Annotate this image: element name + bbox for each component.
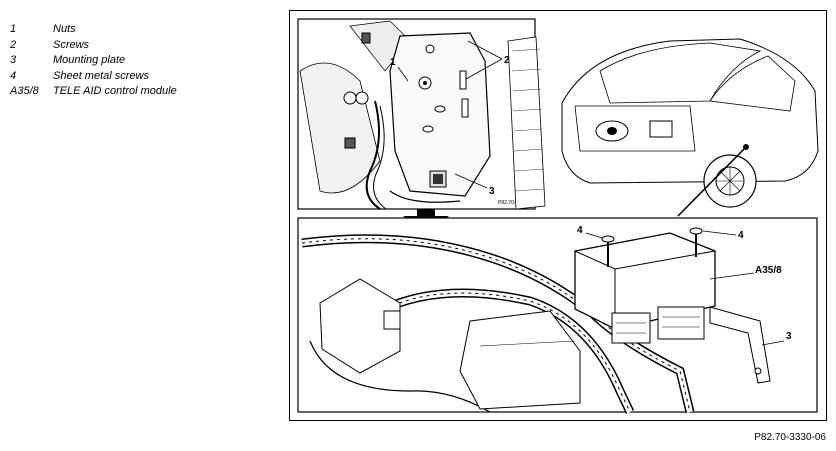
legend-item: 3 Mounting plate: [10, 53, 177, 69]
callout-2: 2: [504, 55, 510, 66]
installation-diagram: 1 2 3 P82.70-2167-01: [297, 18, 819, 414]
callout-a35-8: A35/8: [755, 265, 782, 276]
location-pointer: [677, 146, 747, 217]
legend-desc: Mounting plate: [53, 54, 126, 66]
legend-key: 2: [10, 38, 17, 51]
legend-item: A35/8 TELE AID control module: [10, 84, 177, 100]
legend-key: A35/8: [10, 85, 39, 97]
legend: 1 Nuts 2 Screws 3 Mounting plate 4 Sheet…: [10, 22, 177, 100]
legend-item: 2 Screws: [10, 38, 177, 54]
figure-frame: 1 2 3 P82.70-2167-01: [289, 10, 827, 421]
callout-3-top: 3: [489, 186, 495, 197]
legend-key: 3: [10, 54, 17, 66]
legend-desc: Screws: [53, 38, 90, 51]
vehicle-illustration: [561, 38, 819, 217]
legend-key: 1: [10, 23, 17, 35]
legend-key: 4: [10, 69, 17, 82]
callout-4-right: 4: [738, 230, 744, 241]
legend-desc: Nuts: [53, 23, 76, 35]
figure-reference: P82.70-3330-06: [754, 432, 826, 443]
legend-item: 1 Nuts: [10, 22, 177, 38]
legend-item: 4 Sheet metal screws: [10, 69, 177, 85]
sheet-metal-screw-left: [601, 235, 615, 267]
legend-desc: TELE AID control module: [53, 85, 177, 97]
trunk-lining: [507, 36, 546, 210]
sheet-metal-screw-right: [689, 227, 703, 257]
callout-1: 1: [390, 57, 396, 68]
inset-mounting-plate: 1 2 3 P82.70-2167-01: [297, 18, 536, 210]
legend-desc: Sheet metal screws: [53, 69, 149, 82]
callout-4-left: 4: [577, 225, 583, 236]
main-detail-panel: 4 4 A35/8 3: [297, 217, 818, 414]
callout-3-bottom: 3: [786, 331, 792, 342]
